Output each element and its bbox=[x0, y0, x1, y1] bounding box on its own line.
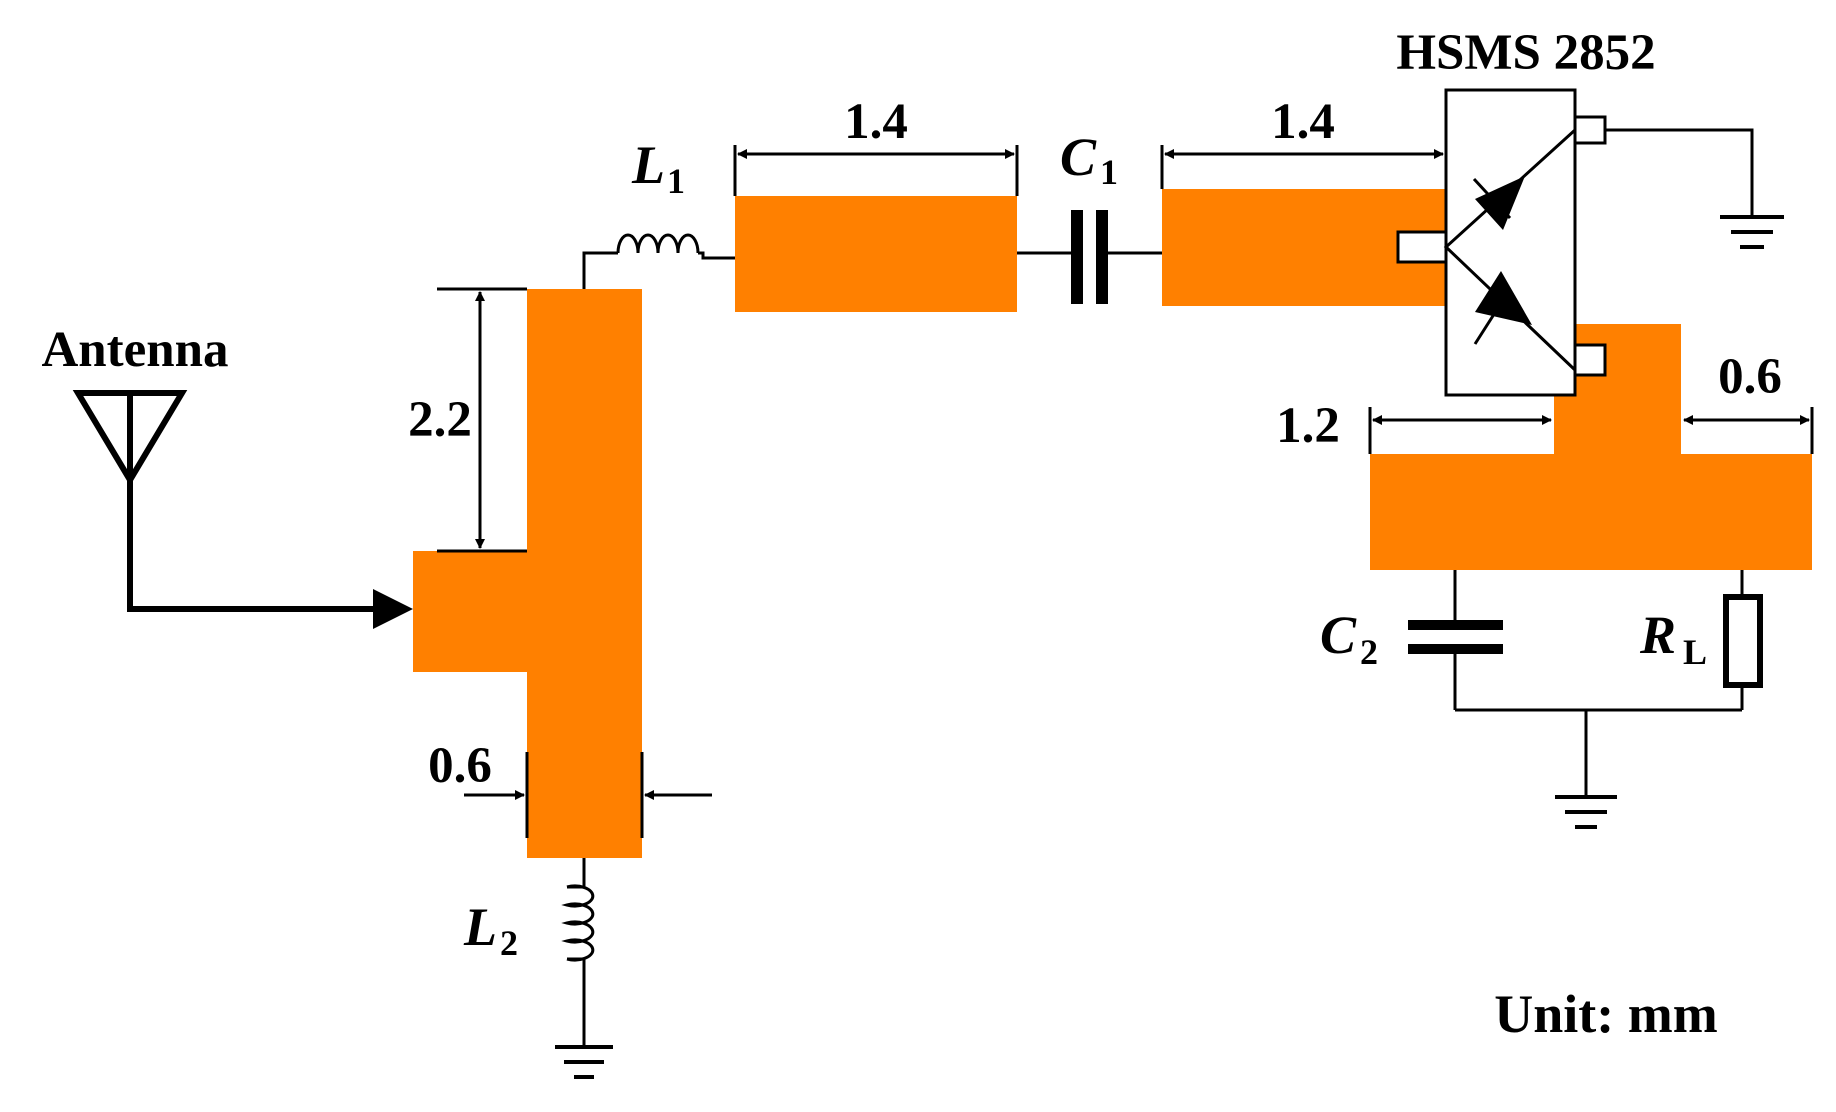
schottky-diode-icon bbox=[1396, 88, 1754, 397]
c2-subscript: 2 bbox=[1360, 632, 1378, 672]
c1-subscript: 1 bbox=[1100, 152, 1118, 192]
antenna-feed-pad bbox=[413, 551, 527, 672]
c2-label: C bbox=[1320, 605, 1357, 665]
dim-label-stub-width: 0.6 bbox=[428, 738, 492, 794]
ground-icon bbox=[1555, 795, 1617, 829]
dim-label-output-right: 0.6 bbox=[1718, 349, 1782, 405]
vertical-stub bbox=[527, 289, 642, 858]
l2-subscript: 2 bbox=[500, 923, 518, 963]
l1-subscript: 1 bbox=[667, 161, 685, 201]
output-line bbox=[1370, 454, 1812, 570]
dimension-stub-length bbox=[437, 287, 527, 553]
diode-part-label: HSMS 2852 bbox=[1396, 25, 1655, 81]
dim-label-line2-length: 1.4 bbox=[1271, 94, 1335, 150]
microstrip-traces bbox=[413, 189, 1812, 858]
line-segment-1 bbox=[735, 196, 1017, 312]
dimension-stub-width bbox=[464, 752, 712, 838]
dim-label-output-left: 1.2 bbox=[1276, 398, 1340, 454]
antenna-icon bbox=[72, 390, 413, 629]
l2-label: L bbox=[463, 897, 497, 957]
antenna-label: Antenna bbox=[41, 322, 228, 378]
ground-icon bbox=[1720, 215, 1784, 249]
inductor-icon bbox=[582, 233, 735, 289]
dimension-output-left bbox=[1368, 407, 1552, 454]
dim-label-stub-length: 2.2 bbox=[408, 392, 472, 448]
dimension-output-right bbox=[1683, 407, 1814, 454]
resistor-icon bbox=[1723, 570, 1763, 710]
unit-label: Unit: mm bbox=[1494, 984, 1717, 1044]
ground-icon bbox=[555, 1045, 613, 1079]
capacitor-icon bbox=[1408, 570, 1503, 710]
dimension-line1-length bbox=[733, 145, 1019, 196]
dimension-line2-length bbox=[1160, 145, 1444, 189]
c1-label: C bbox=[1060, 127, 1097, 187]
inductor-icon bbox=[561, 858, 595, 1047]
rl-subscript: L bbox=[1683, 632, 1707, 672]
dim-label-line1-length: 1.4 bbox=[844, 94, 908, 150]
capacitor-icon bbox=[1017, 210, 1162, 304]
l1-label: L bbox=[631, 135, 665, 195]
rl-label: R bbox=[1639, 605, 1676, 665]
